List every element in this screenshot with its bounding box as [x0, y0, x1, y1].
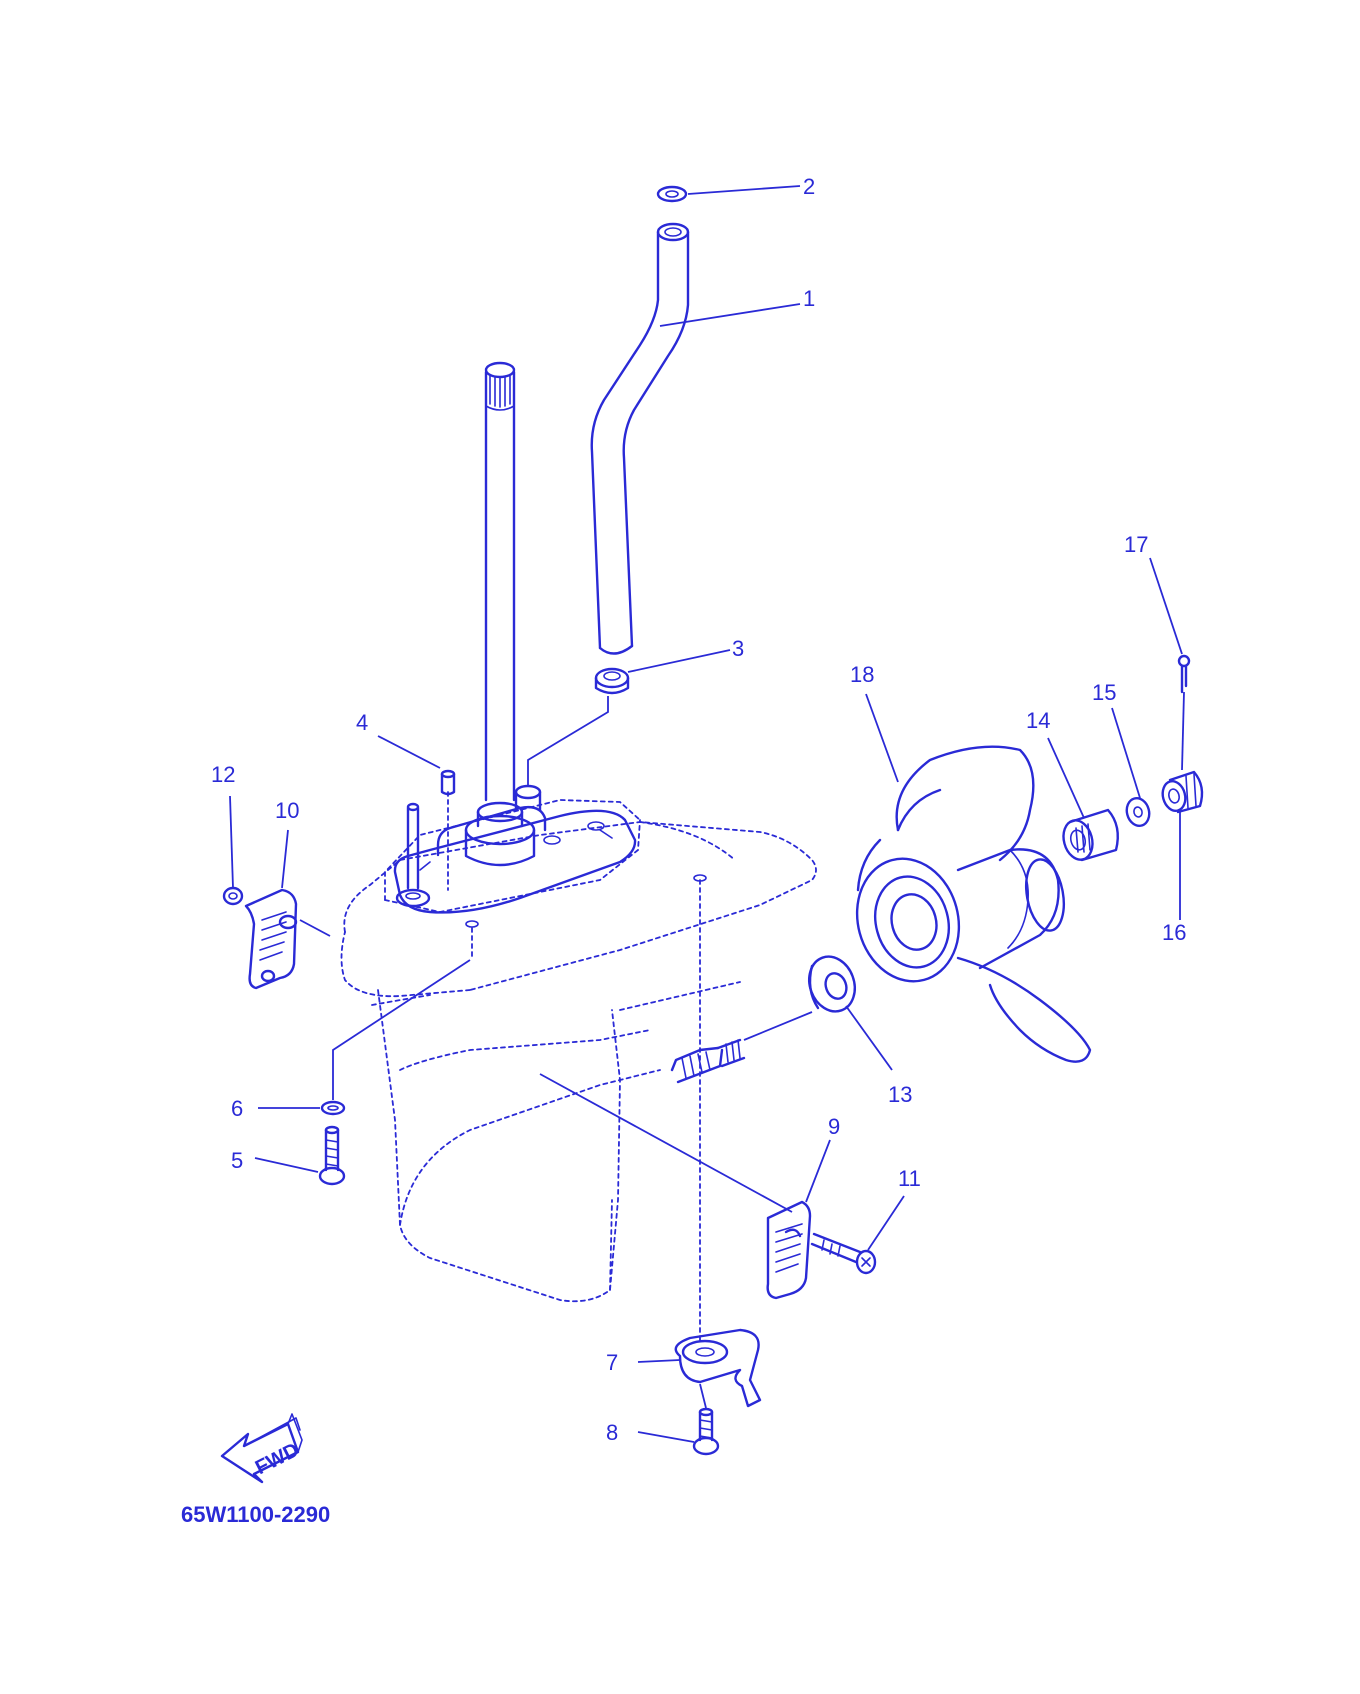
- part-grommet-3: [594, 667, 630, 695]
- part-bolt-5: [318, 1125, 346, 1186]
- callout-12: 12: [211, 762, 235, 787]
- part-castle-nut-16: [1161, 770, 1204, 814]
- callout-1: 1: [803, 286, 815, 311]
- part-washer-15: [1125, 796, 1151, 828]
- part-water-tube-1: [590, 222, 690, 655]
- forward-arrow-icon: FWD: [220, 1413, 303, 1484]
- part-washer-2: [656, 185, 688, 203]
- callout-15: 15: [1092, 680, 1116, 705]
- part-propeller-18: [855, 745, 1092, 1063]
- propeller-shaft: [670, 1038, 746, 1084]
- drive-shaft: [484, 361, 516, 802]
- callout-5: 5: [231, 1148, 243, 1173]
- shift-rod: [395, 802, 431, 908]
- callout-11: 11: [898, 1166, 921, 1191]
- connector-lines: [299, 696, 813, 1409]
- part-nut-12: [222, 886, 244, 906]
- part-anode-9: [766, 1200, 812, 1300]
- callout-8: 8: [606, 1420, 618, 1445]
- callout-7: 7: [606, 1350, 618, 1375]
- callout-18: 18: [850, 662, 874, 687]
- callout-2: 2: [803, 174, 815, 199]
- part-screw-11: [810, 1232, 877, 1275]
- callout-10: 10: [275, 798, 299, 823]
- callout-16: 16: [1162, 920, 1186, 945]
- water-pump-housing: [393, 784, 637, 914]
- callout-17: 17: [1124, 532, 1148, 557]
- assembly-guide-lines: [447, 791, 707, 1341]
- part-thrust-washer-13: [808, 955, 856, 1013]
- callout-13: 13: [888, 1082, 912, 1107]
- part-bolt-8: [692, 1407, 720, 1456]
- callout-14: 14: [1026, 708, 1050, 733]
- callout-3: 3: [732, 636, 744, 661]
- fwd-label: FWD: [252, 1439, 303, 1479]
- callout-9: 9: [828, 1114, 840, 1139]
- lower-case-housing: [340, 799, 817, 1303]
- part-spacer-14: [1062, 808, 1119, 862]
- callout-leaders: [229, 185, 1185, 1443]
- callout-numbers: 2 1 3 4 12 10 6 5 7 8 9 11 13 18 14 15 1…: [211, 174, 1186, 1445]
- diagram-code: 65W1100-2290: [181, 1502, 330, 1527]
- part-trim-tab-7: [674, 1328, 762, 1408]
- callout-6: 6: [231, 1096, 243, 1121]
- part-anode-10: [244, 888, 298, 990]
- part-cotter-pin-17: [1177, 654, 1191, 694]
- part-washer-6: [320, 1100, 346, 1116]
- callout-4: 4: [356, 710, 368, 735]
- part-dowel-pin-4: [440, 769, 456, 796]
